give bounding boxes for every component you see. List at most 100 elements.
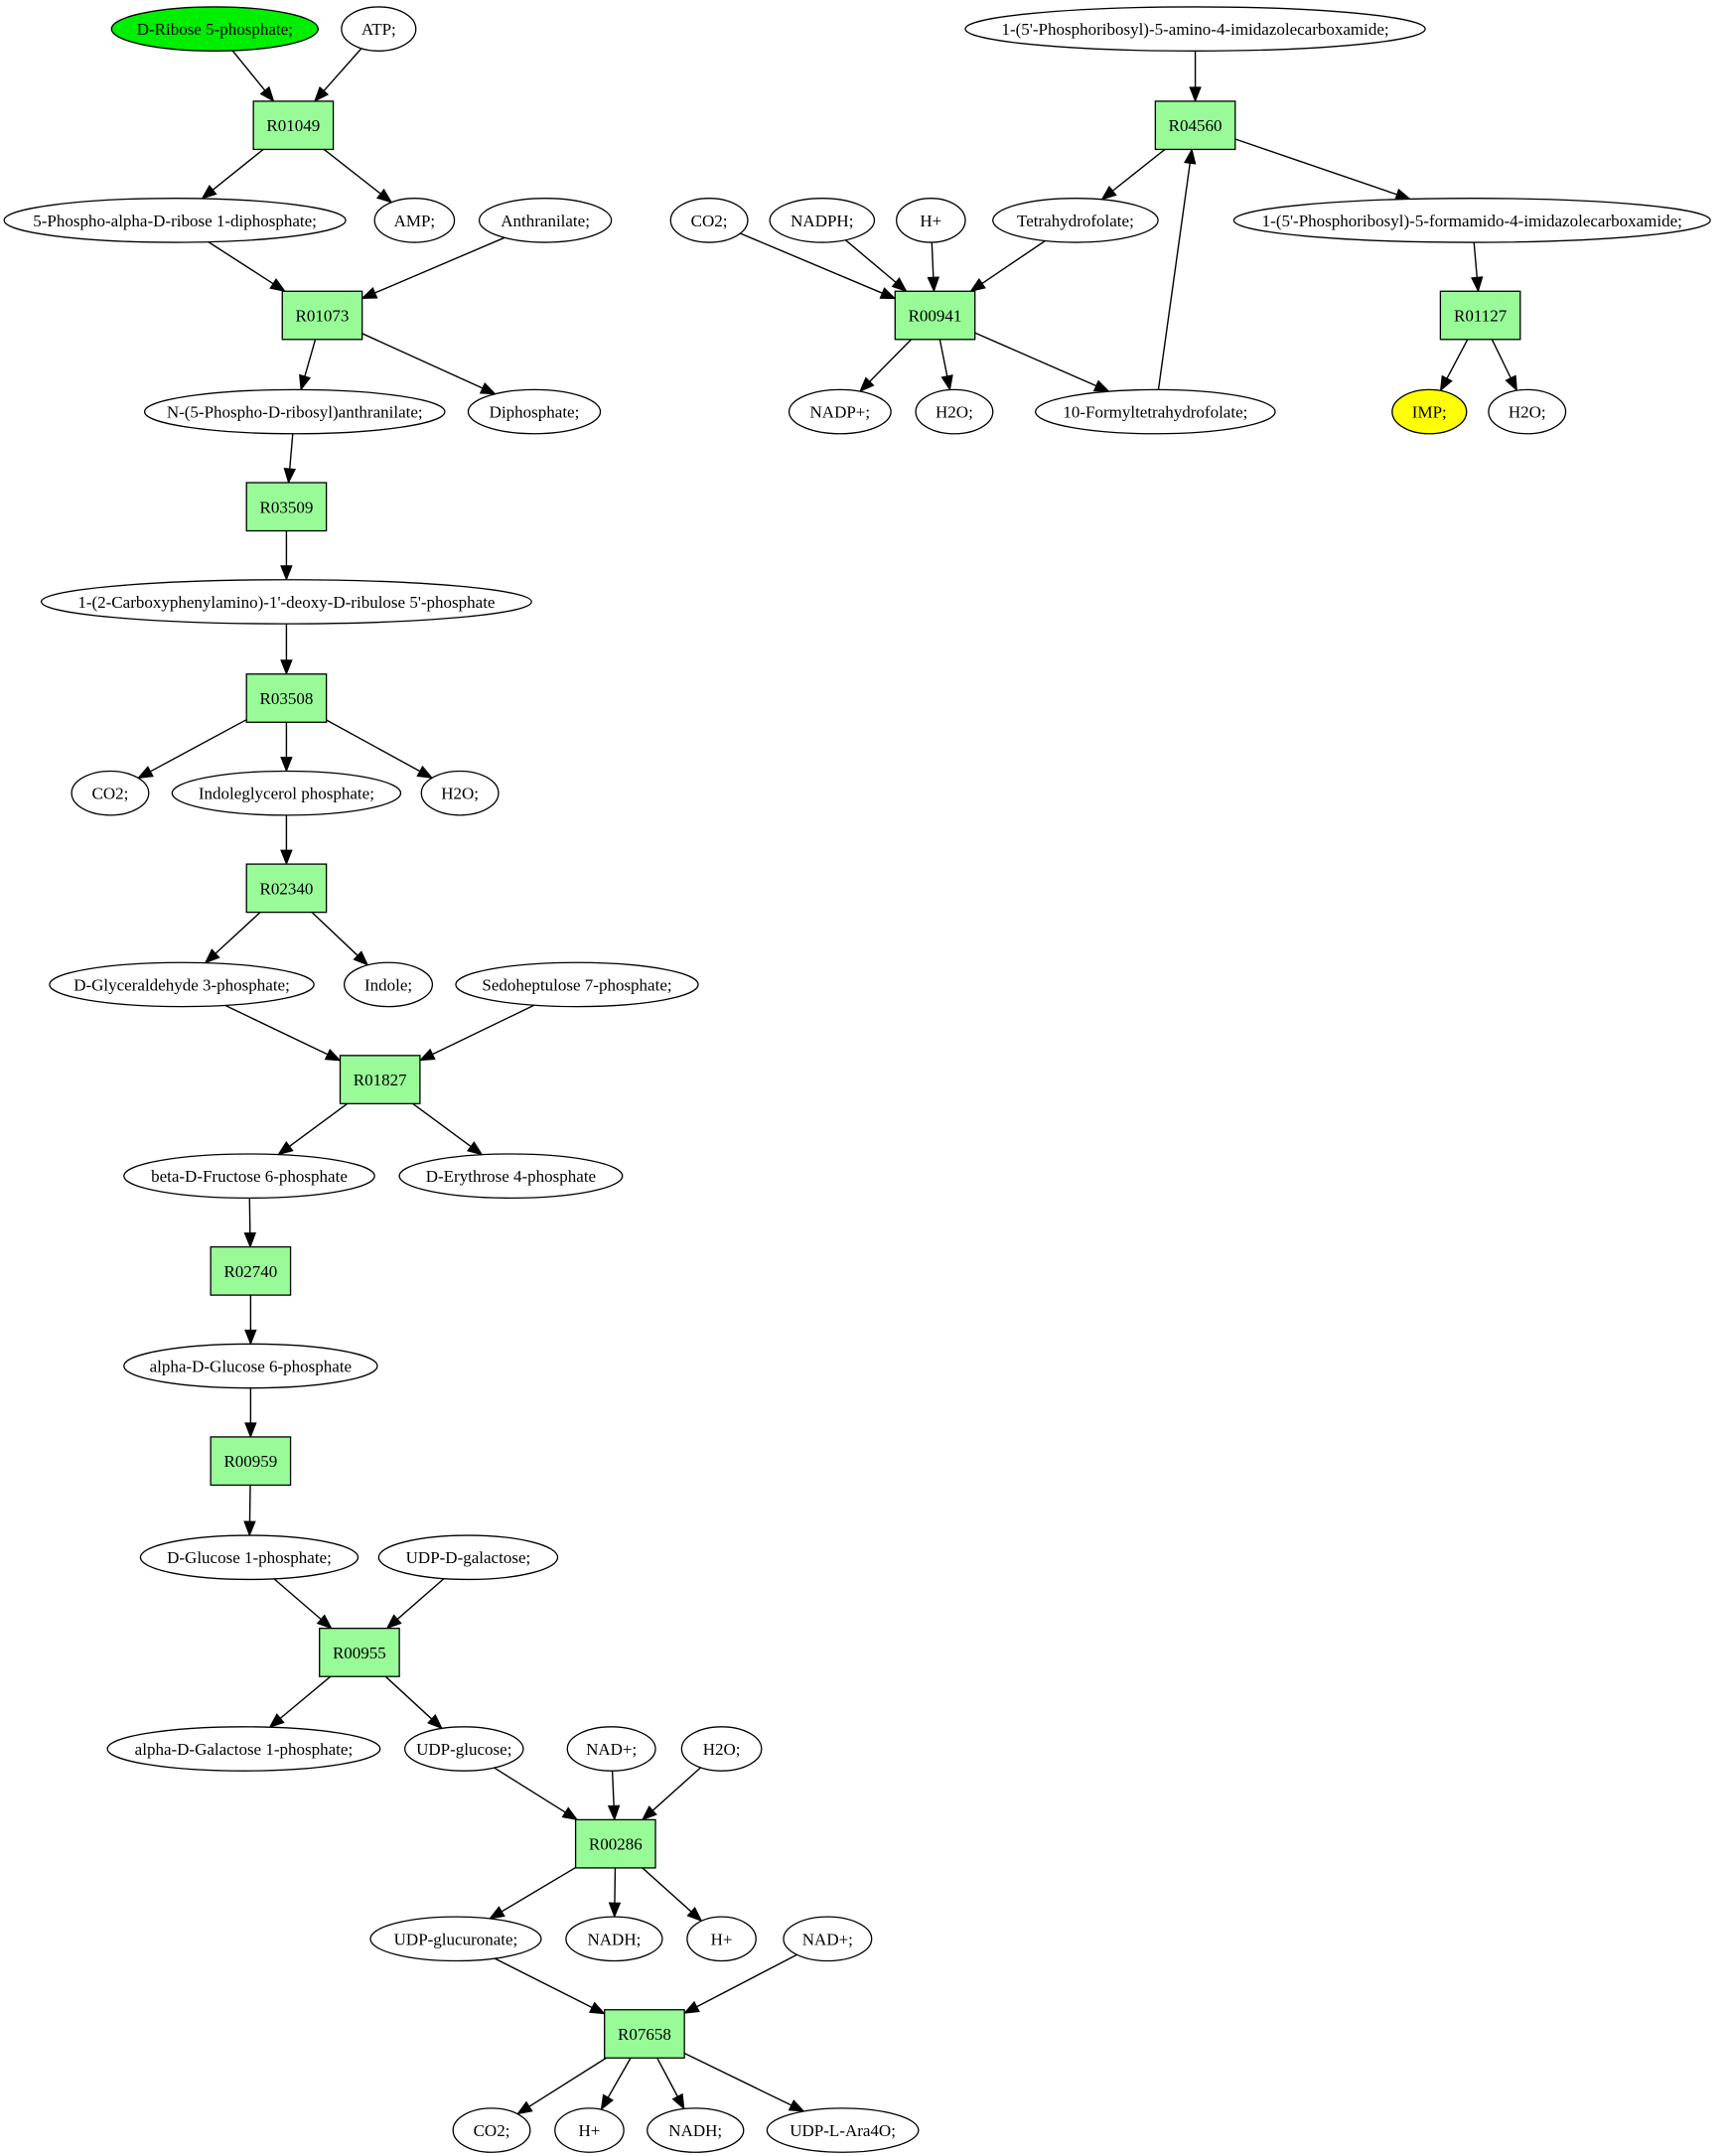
edge-arrow — [277, 1102, 349, 1156]
edge-arrow — [858, 339, 913, 393]
compound-ellipse — [669, 198, 749, 243]
compound-label: D-Glyceraldehyde 3-phosphate; — [73, 975, 290, 994]
compound-node-nadp[interactable]: NADP+; — [788, 388, 892, 435]
compound-node-10-formyltetrahydrofolate[interactable]: 10-Formyltetrahydrofolate; — [1035, 388, 1276, 435]
compound-node-diphosphate[interactable]: Diphosphate; — [467, 388, 602, 435]
compound-node-tetrahydrofolate[interactable]: Tetrahydrofolate; — [992, 198, 1159, 243]
reaction-node-r00955[interactable]: R00955 — [319, 1628, 400, 1677]
compound-node-amp[interactable]: AMP; — [373, 198, 456, 243]
reaction-node-r01127[interactable]: R01127 — [1439, 290, 1521, 341]
edge-arrow — [656, 2057, 685, 2110]
compound-node-alpha-d-glucose-6-phosphate[interactable]: alpha-D-Glucose 6-phosphate — [123, 1343, 378, 1389]
compound-node-h[interactable]: H+ — [686, 1916, 757, 1962]
compound-ellipse — [377, 1534, 559, 1581]
compound-node-co2[interactable]: CO2; — [669, 198, 749, 243]
compound-node-co2[interactable]: CO2; — [71, 770, 150, 816]
edge-line — [1491, 339, 1512, 378]
edge-line — [273, 1578, 322, 1621]
compound-node-co2[interactable]: CO2; — [452, 2107, 531, 2153]
compound-node-n-5-phospho-d-ribosyl-anthranilate[interactable]: N-(5-Phospho-D-ribosyl)anthranilate; — [143, 388, 446, 435]
compound-ellipse — [783, 1916, 873, 1962]
compound-node-1-5-phosphoribosyl-5-amino-4-imidazolecarboxamide[interactable]: 1-(5'-Phosphoribosyl)-5-amino-4-imidazol… — [964, 6, 1426, 52]
arrowhead-icon — [353, 950, 369, 966]
edge-arrow — [311, 912, 369, 966]
compound-label: Sedoheptulose 7-phosphate; — [482, 975, 671, 994]
edges-layer — [136, 48, 1517, 2115]
compound-node-indole[interactable]: Indole; — [344, 961, 434, 1008]
compound-node-1-5-phosphoribosyl-5-formamido-4-imidazolecarboxamide[interactable]: 1-(5'-Phosphoribosyl)-5-formamido-4-imid… — [1232, 198, 1711, 243]
arrowhead-icon — [515, 2100, 533, 2115]
compound-node-nadh[interactable]: NADH; — [647, 2107, 745, 2153]
compound-ellipse — [341, 6, 417, 52]
compound-node-h2o[interactable]: H2O; — [915, 388, 994, 435]
edge-line — [614, 1867, 617, 1904]
edge-arrow — [418, 1004, 535, 1062]
compound-ellipse — [1232, 198, 1711, 243]
compound-node-nad[interactable]: NAD+; — [783, 1916, 873, 1962]
reaction-node-r01049[interactable]: R01049 — [252, 100, 335, 151]
reaction-node-r00959[interactable]: R00959 — [210, 1436, 292, 1487]
edge-line — [150, 719, 247, 773]
compound-label: UDP-D-galactose; — [406, 1548, 531, 1567]
edge-arrow — [299, 339, 317, 391]
compound-node-udp-glucuronate[interactable]: UDP-glucuronate; — [369, 1916, 542, 1962]
reaction-node-r07658[interactable]: R07658 — [604, 2009, 685, 2059]
compound-label: H2O; — [1509, 403, 1546, 422]
compound-node-h[interactable]: H+ — [554, 2107, 625, 2153]
edge-arrow — [642, 1867, 703, 1923]
reaction-node-r03508[interactable]: R03508 — [245, 673, 328, 723]
compound-node-udp-d-galactose[interactable]: UDP-D-galactose; — [377, 1534, 559, 1581]
compound-node-nad[interactable]: NAD+; — [566, 1726, 656, 1772]
reaction-node-r04560[interactable]: R04560 — [1154, 100, 1236, 151]
compound-node-imp[interactable]: IMP; — [1391, 388, 1468, 435]
compound-node-beta-d-fructose-6-phosphate[interactable]: beta-D-Fructose 6-phosphate — [123, 1153, 375, 1199]
edge-line — [501, 1866, 576, 1913]
arrowhead-icon — [891, 277, 908, 293]
compound-node-h2o[interactable]: H2O; — [1488, 388, 1567, 435]
compound-node-udp-glucose[interactable]: UDP-glucose; — [404, 1726, 524, 1772]
compound-node-h[interactable]: H+ — [896, 198, 966, 243]
arrowhead-icon — [280, 756, 293, 773]
arrowhead-icon — [280, 565, 293, 582]
edge-arrow — [608, 1867, 622, 1919]
edge-arrow — [283, 433, 296, 485]
edge-arrow — [969, 239, 1046, 293]
compound-ellipse — [171, 770, 402, 816]
reaction-node-r00941[interactable]: R00941 — [894, 290, 976, 341]
reaction-label: R02340 — [259, 879, 313, 898]
edge-arrow — [740, 232, 897, 300]
compound-label: Anthranilate; — [501, 212, 590, 230]
edge-line — [289, 1102, 349, 1147]
compound-node-d-glucose-1-phosphate[interactable]: D-Glucose 1-phosphate; — [139, 1534, 360, 1581]
compound-node-sedoheptulose-7-phosphate[interactable]: Sedoheptulose 7-phosphate; — [455, 961, 699, 1008]
reaction-node-r00286[interactable]: R00286 — [574, 1818, 656, 1869]
reaction-node-r02740[interactable]: R02740 — [210, 1245, 292, 1296]
reaction-node-r01827[interactable]: R01827 — [339, 1055, 421, 1105]
compound-node-alpha-d-galactose-1-phosphate[interactable]: alpha-D-Galactose 1-phosphate; — [106, 1726, 381, 1772]
compound-node-nadph[interactable]: NADPH; — [769, 198, 876, 243]
edge-line — [384, 1675, 433, 1720]
compound-label: NADPH; — [791, 212, 853, 230]
compound-node-h2o[interactable]: H2O; — [420, 770, 500, 816]
compound-node-indoleglycerol-phosphate[interactable]: Indoleglycerol phosphate; — [171, 770, 402, 816]
compound-node-d-glyceraldehyde-3-phosphate[interactable]: D-Glyceraldehyde 3-phosphate; — [49, 961, 315, 1008]
edge-line — [740, 232, 883, 294]
edge-arrow — [844, 239, 908, 293]
reaction-box — [252, 100, 335, 151]
compound-node-d-erythrose-4-phosphate[interactable]: D-Erythrose 4-phosphate — [398, 1153, 624, 1199]
reaction-node-r02340[interactable]: R02340 — [245, 863, 328, 914]
edge-arrow — [600, 2057, 632, 2111]
compound-node-d-ribose-5-phosphate[interactable]: D-Ribose 5-phosphate; — [110, 6, 319, 52]
edge-line — [248, 1485, 251, 1522]
reaction-node-r01073[interactable]: R01073 — [281, 290, 363, 341]
compound-node-1-2-carboxyphenylamino-1-deoxy-d-ribulose-5-phosphate[interactable]: 1-(2-Carboxyphenylamino)-1'-deoxy-D-ribu… — [40, 579, 532, 625]
compound-node-udp-l-ara4o[interactable]: UDP-L-Ara4O; — [766, 2107, 920, 2153]
reaction-node-r03509[interactable]: R03509 — [245, 482, 328, 532]
compound-node-nadh[interactable]: NADH; — [565, 1916, 663, 1962]
compound-node-h2o[interactable]: H2O; — [680, 1726, 763, 1772]
compound-node-anthranilate[interactable]: Anthranilate; — [478, 198, 613, 243]
compound-node-5-phospho-alpha-d-ribose-1-diphosphate[interactable]: 5-Phospho-alpha-D-ribose 1-diphosphate; — [3, 198, 347, 243]
compound-node-atp[interactable]: ATP; — [341, 6, 417, 52]
edge-line — [412, 1102, 472, 1147]
arrowhead-icon — [940, 374, 953, 391]
